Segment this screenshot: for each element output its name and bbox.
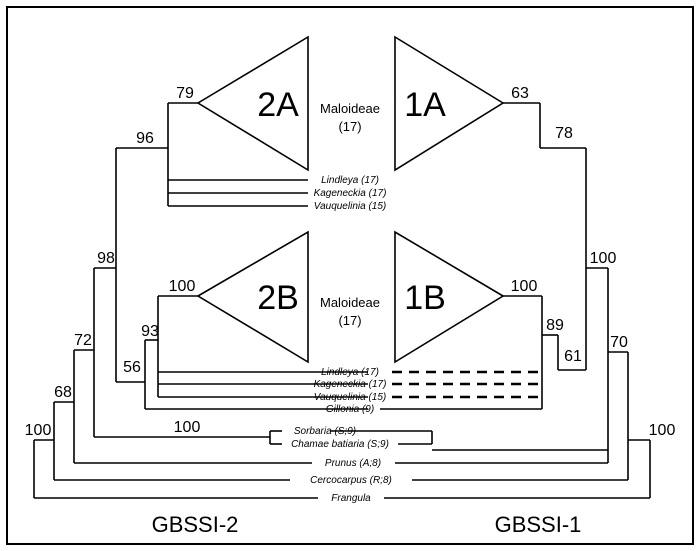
taxon-chamaebatiaria: Chamae batiaria (S;9) bbox=[291, 439, 389, 450]
group-count-upper: (17) bbox=[338, 119, 361, 134]
taxon-frangula: Frangula bbox=[331, 493, 371, 504]
clade-label-1B: 1B bbox=[404, 279, 446, 317]
taxon-prunus: Prunus (A;8) bbox=[325, 458, 381, 469]
support-79: 79 bbox=[176, 85, 194, 102]
support-56: 56 bbox=[123, 359, 141, 376]
support-61: 61 bbox=[564, 348, 582, 365]
support-70: 70 bbox=[610, 334, 628, 351]
taxon-lindleya-lower: Lindleya (17) bbox=[321, 367, 379, 378]
group-name-upper: Maloideae bbox=[320, 101, 380, 116]
clade-label-1A: 1A bbox=[404, 86, 446, 124]
support-100-1b: 100 bbox=[511, 278, 538, 295]
taxon-lindleya-upper: Lindleya (17) bbox=[321, 175, 379, 186]
taxon-cercocarpus: Cercocarpus (R;8) bbox=[310, 475, 392, 486]
support-100-root-2: 100 bbox=[25, 422, 52, 439]
group-count-lower: (17) bbox=[338, 313, 361, 328]
support-63: 63 bbox=[511, 85, 529, 102]
panel-title-right: GBSSI-1 bbox=[495, 512, 582, 537]
clade-1B-triangle bbox=[394, 230, 505, 364]
clade-label-2A: 2A bbox=[257, 86, 299, 124]
right-tree bbox=[330, 35, 651, 499]
taxon-vauquelinia-lower: Vauquelinia (15) bbox=[314, 392, 386, 403]
support-89: 89 bbox=[546, 317, 564, 334]
support-100-sorbaria: 100 bbox=[174, 419, 201, 436]
support-96: 96 bbox=[136, 130, 154, 147]
taxon-gillonia: Gillonia (9) bbox=[326, 404, 374, 415]
clade-1A-triangle bbox=[394, 35, 505, 172]
taxon-kageneckia-lower: Kageneckia (17) bbox=[314, 379, 387, 390]
taxon-sorbaria: Sorbaria (S;9) bbox=[294, 426, 356, 437]
clade-label-2B: 2B bbox=[257, 279, 299, 317]
clade-2B-triangle bbox=[196, 230, 309, 364]
group-name-lower: Maloideae bbox=[320, 295, 380, 310]
support-78: 78 bbox=[555, 125, 573, 142]
clade-2A-triangle bbox=[196, 35, 309, 172]
support-68: 68 bbox=[54, 384, 72, 401]
support-72: 72 bbox=[74, 332, 92, 349]
support-100-r1: 100 bbox=[590, 250, 617, 267]
figure-frame bbox=[6, 6, 694, 545]
support-100-2b: 100 bbox=[169, 278, 196, 295]
support-93: 93 bbox=[141, 323, 159, 340]
left-tree bbox=[33, 35, 368, 499]
panel-title-left: GBSSI-2 bbox=[152, 512, 239, 537]
taxon-kageneckia-upper: Kageneckia (17) bbox=[314, 188, 387, 199]
taxon-vauquelinia-upper: Vauquelinia (15) bbox=[314, 201, 386, 212]
support-98: 98 bbox=[97, 250, 115, 267]
support-100-root-1: 100 bbox=[649, 422, 676, 439]
